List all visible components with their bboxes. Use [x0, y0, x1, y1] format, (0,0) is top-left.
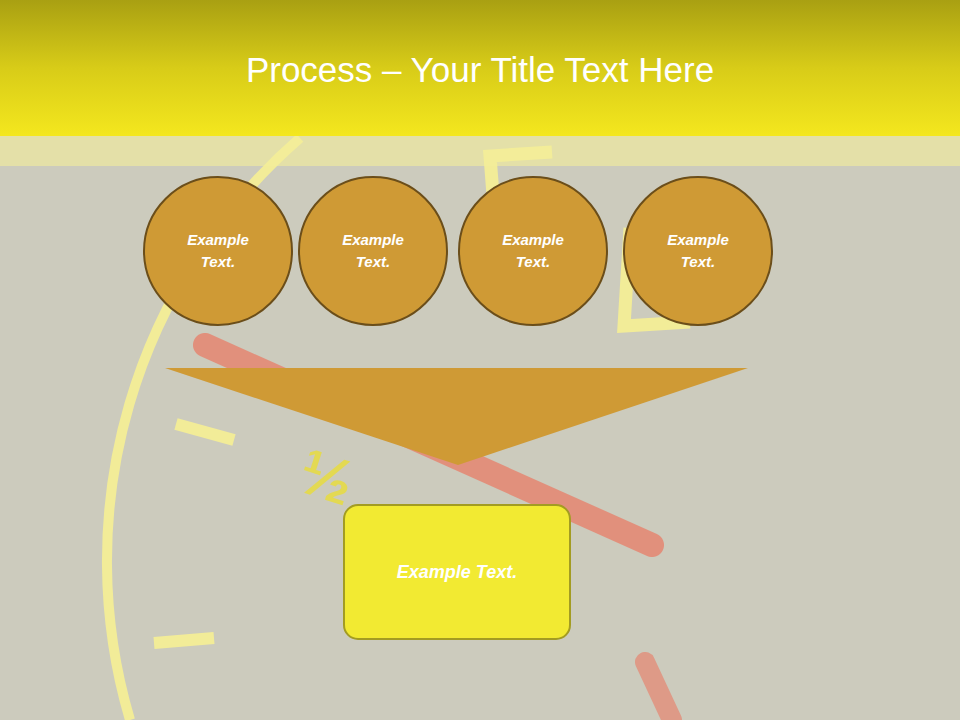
- process-circle: Example Text.: [622, 175, 774, 327]
- circle-outline: [297, 175, 449, 327]
- box-shape: [344, 505, 570, 639]
- circle-shape: [299, 177, 447, 325]
- slide-title: Process – Your Title Text Here: [0, 50, 960, 90]
- node-text: Example Text.: [650, 229, 746, 274]
- circle-outline: [622, 175, 774, 327]
- process-circle: Example Text.: [297, 175, 449, 327]
- node-text: Example Text.: [325, 229, 421, 274]
- gauge-needle: [645, 662, 672, 720]
- header-band: [0, 135, 960, 166]
- node-text: Example Text.: [397, 559, 517, 586]
- gauge-tick: [154, 638, 214, 643]
- gauge-tick: [176, 424, 234, 440]
- circle-shape: [144, 177, 292, 325]
- result-box: Example Text.: [343, 504, 571, 640]
- node-text: Example Text.: [170, 229, 266, 274]
- circle-shape: [624, 177, 772, 325]
- circle-outline: [457, 175, 609, 327]
- header-bar: [0, 0, 960, 136]
- funnel-arrow: [165, 368, 748, 465]
- gauge-arc: [107, 138, 300, 720]
- circle-outline: [142, 175, 294, 327]
- node-text: Example Text.: [485, 229, 581, 274]
- circle-shape: [459, 177, 607, 325]
- process-circle: Example Text.: [142, 175, 294, 327]
- process-circle: Example Text.: [457, 175, 609, 327]
